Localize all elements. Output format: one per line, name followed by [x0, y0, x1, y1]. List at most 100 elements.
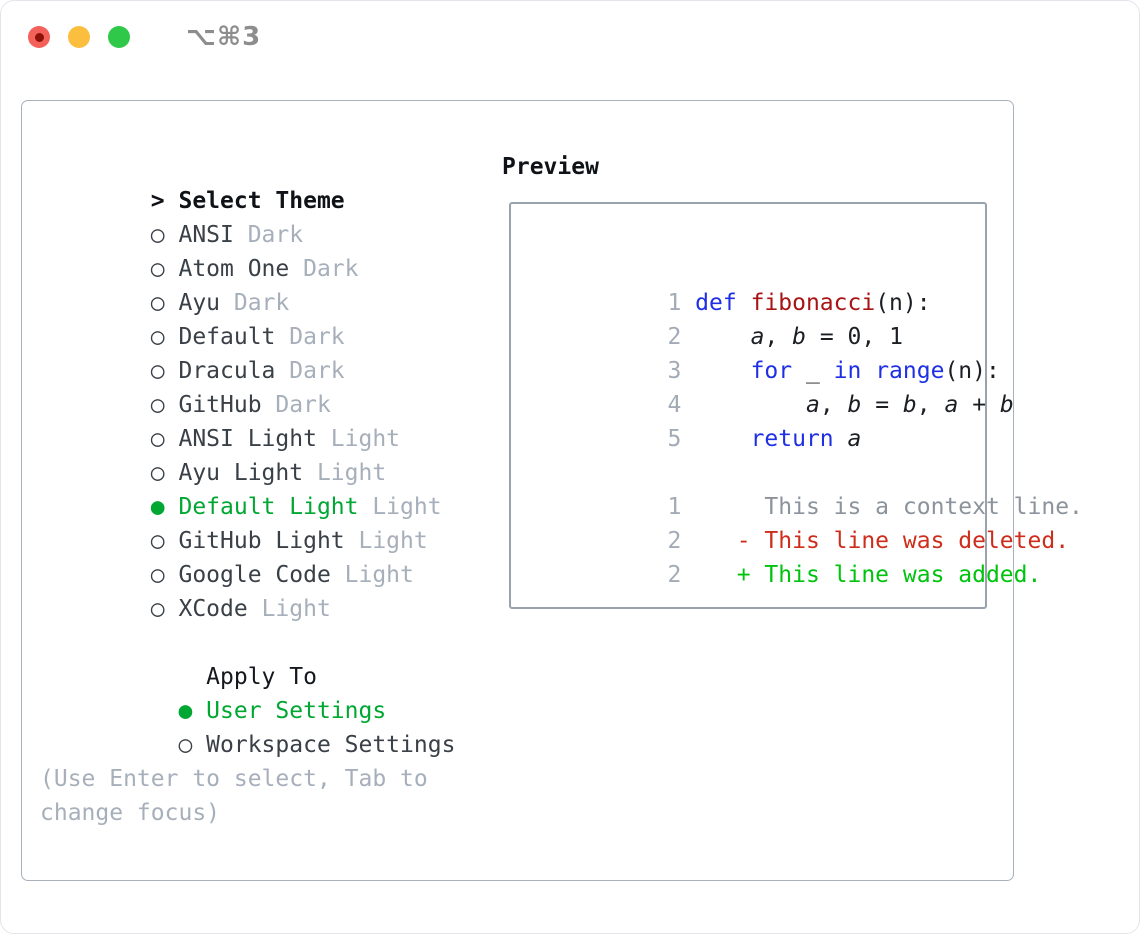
radio-off-icon: ○ — [150, 358, 165, 384]
theme-name: ANSI Light — [178, 426, 317, 452]
code-token: + — [958, 392, 1000, 418]
theme-name: Ayu — [178, 290, 221, 316]
radio-off-icon: ○ — [150, 528, 165, 554]
theme-option-atom-one-dark[interactable]: ○ Atom One Dark — [40, 218, 455, 282]
code-token: b — [792, 324, 806, 350]
code-token: = — [861, 392, 903, 418]
theme-name: Dracula — [178, 358, 276, 384]
radio-on-icon: ● — [150, 494, 165, 520]
hint-line-2: change focus) — [40, 800, 221, 826]
radio-off-icon: ○ — [178, 732, 193, 758]
apply-to-title: Apply To — [206, 664, 317, 690]
theme-option-google-code-light[interactable]: ○ Google Code Light — [40, 524, 455, 588]
apply-option-workspace-settings[interactable]: ○Workspace Settings — [40, 694, 455, 758]
code-token: a — [944, 392, 959, 418]
apply-option-label: User Settings — [206, 698, 387, 724]
code-token: for — [750, 358, 793, 384]
theme-variant-badge: Dark — [289, 358, 345, 384]
theme-variant-badge: Light — [344, 562, 414, 588]
code-token — [695, 392, 806, 418]
radio-on-icon: ● — [178, 698, 193, 724]
theme-name: Default Light — [178, 494, 359, 520]
hint-text: (Use Enter to select, Tab to change focu… — [40, 762, 455, 830]
code-line: 5 return a — [529, 388, 1083, 452]
theme-name: Ayu Light — [178, 460, 304, 486]
theme-variant-badge: Dark — [233, 290, 290, 316]
diff-deleted-line: 2 - This line was deleted. — [529, 490, 1083, 554]
line-number: 5 — [667, 426, 682, 452]
preview-title: Preview — [502, 154, 599, 180]
theme-option-default-light[interactable]: ● Default Light Light — [40, 456, 455, 520]
radio-off-icon: ○ — [150, 596, 165, 622]
line-number: 2 — [667, 528, 682, 554]
close-button[interactable] — [28, 26, 50, 48]
zoom-button[interactable] — [108, 26, 130, 48]
theme-name: Atom One — [178, 256, 290, 282]
theme-list-title: Select Theme — [178, 188, 345, 214]
code-line: 3 for _ in range(n): — [529, 320, 1083, 384]
theme-option-xcode-light[interactable]: ○ XCode Light — [40, 558, 455, 622]
theme-name: Google Code — [178, 562, 331, 588]
theme-variant-badge: Light — [372, 494, 442, 520]
theme-variant-badge: Light — [261, 596, 331, 622]
code-token: b — [847, 392, 862, 418]
code-token: b — [999, 392, 1014, 418]
titlebar: ⌥⌘3 — [1, 1, 1139, 73]
hint-line-1: (Use Enter to select, Tab to — [40, 766, 428, 792]
diff-text: This is a context line. — [695, 494, 1083, 520]
code-token — [695, 324, 750, 350]
apply-to-section: Apply To ● User Settings ○Workspace Setti… — [40, 626, 455, 758]
code-token: return — [750, 426, 848, 452]
radio-off-icon: ○ — [150, 324, 165, 350]
theme-name: XCode — [178, 596, 248, 622]
code-token — [695, 426, 750, 452]
radio-off-icon: ○ — [150, 562, 165, 588]
theme-name: Default — [178, 324, 276, 350]
close-dot-icon — [34, 32, 44, 42]
code-token: in — [833, 358, 876, 384]
theme-option-default-dark[interactable]: ○ Default Dark — [40, 286, 455, 350]
code-token: def — [695, 290, 751, 316]
theme-name: GitHub Light — [178, 528, 345, 554]
code-token: (n): — [875, 290, 931, 316]
line-number: 2 — [667, 324, 682, 350]
radio-off-icon: ○ — [150, 426, 165, 452]
theme-option-github-light[interactable]: ○ GitHub Light Light — [40, 490, 455, 554]
theme-variant-badge: Dark — [275, 392, 331, 418]
theme-option-ayu-dark[interactable]: ○ Ayu Dark — [40, 252, 455, 316]
window-title: ⌥⌘3 — [186, 22, 262, 52]
diff-added-line: 2 + This line was added. — [529, 524, 1083, 588]
code-token: fibonacci — [750, 290, 876, 316]
code-token: a — [805, 392, 820, 418]
code-token: b — [902, 392, 917, 418]
code-token: (n): — [944, 358, 1000, 384]
radio-off-icon: ○ — [150, 256, 165, 282]
radio-off-icon: ○ — [150, 290, 165, 316]
apply-option-user-settings[interactable]: ● User Settings — [40, 660, 455, 724]
diff-context-line: 1 This is a context line. — [529, 456, 1082, 520]
apply-to-header: Apply To — [40, 626, 455, 690]
theme-option-dracula-dark[interactable]: ○ Dracula Dark — [40, 320, 455, 384]
radio-off-icon: ○ — [150, 392, 165, 418]
theme-name: ANSI — [178, 222, 234, 248]
diff-text: + This line was added. — [695, 562, 1042, 588]
theme-list-header: >Select Theme — [40, 150, 455, 214]
theme-variant-badge: Dark — [303, 256, 359, 282]
minimize-button[interactable] — [68, 26, 90, 48]
theme-variant-badge: Light — [358, 528, 428, 554]
code-token: , — [916, 392, 945, 418]
code-token: range — [875, 358, 945, 384]
code-token: , — [764, 324, 793, 350]
theme-variant-badge: Dark — [289, 324, 345, 350]
line-number: 2 — [667, 562, 682, 588]
line-number: 3 — [667, 358, 682, 384]
code-token: = 0, 1 — [805, 324, 903, 350]
